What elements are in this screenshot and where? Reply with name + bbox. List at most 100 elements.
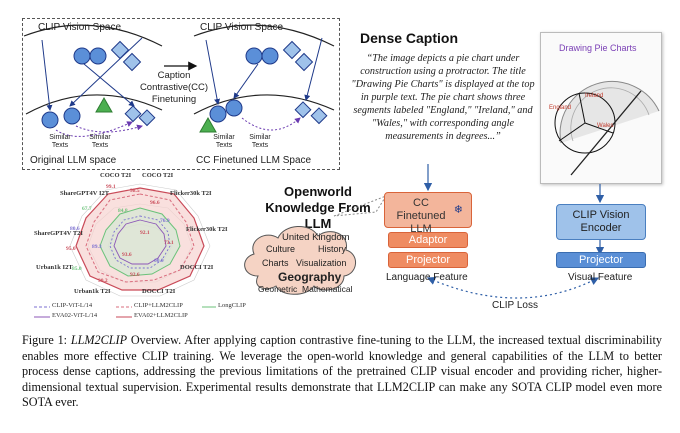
radar-chart bbox=[69, 183, 211, 297]
cloud-shape bbox=[244, 226, 356, 295]
similar-texts-label: Similar Texts bbox=[249, 134, 271, 149]
radar-grid bbox=[69, 183, 211, 297]
projector-left-box: Projector bbox=[388, 252, 468, 268]
radar-axis-label: Urban1k T2I bbox=[74, 288, 111, 295]
legend-item: LongCLIP bbox=[218, 302, 246, 309]
similar-texts-label: Similar Texts bbox=[49, 134, 71, 149]
radar-axis-label: COCO T2I bbox=[142, 172, 174, 179]
cloud-word: Charts bbox=[262, 258, 289, 268]
mapping-arrow bbox=[233, 63, 259, 99]
legend-item: EVA02+LLM2CLIP bbox=[134, 312, 188, 319]
legend-item: CLIP-ViT-L/14 bbox=[52, 302, 93, 309]
pie-segment-line bbox=[584, 122, 614, 134]
cc-finetuned-llm-box: CC Finetuned LLM ❄ bbox=[384, 192, 472, 235]
protractor-illustration bbox=[554, 81, 660, 176]
radar-series-clip-llm2clip bbox=[85, 193, 195, 283]
radar-value: 95.0 bbox=[66, 246, 76, 252]
left-space-title: CLIP Vision Space bbox=[38, 22, 122, 33]
pie-segment-line bbox=[558, 122, 586, 142]
figure-caption: Figure 1: LLM2CLIP Overview. After apply… bbox=[22, 333, 662, 411]
legend-item: CLIP+LLM2CLIP bbox=[134, 302, 183, 309]
radar-axis-label: COCO T2I bbox=[100, 172, 132, 179]
vision-space-curve-left bbox=[23, 24, 163, 47]
vision-space-curve-right bbox=[193, 24, 335, 47]
cloud-word: Geography bbox=[278, 270, 342, 284]
language-feature-label: Language Feature bbox=[386, 272, 468, 283]
caption-lead: Figure 1: bbox=[22, 333, 71, 347]
clip-loss-label: CLIP Loss bbox=[492, 300, 538, 311]
circle-shape bbox=[225, 99, 243, 117]
triangle-shape bbox=[199, 116, 217, 133]
photo-segment-label: Ireland bbox=[585, 93, 604, 99]
callout-dashes bbox=[333, 194, 388, 217]
cc-finetuning-svg bbox=[23, 24, 335, 137]
cloud-word: Culture bbox=[266, 244, 296, 254]
radar-value: 90.2 bbox=[98, 278, 108, 284]
llm-space-curve-left bbox=[25, 94, 163, 115]
diamond-shape bbox=[110, 40, 130, 60]
radar-value: 67.7 bbox=[82, 206, 92, 212]
photo-segment-label: Wales bbox=[597, 123, 614, 129]
right-space-title: CLIP Vision Space bbox=[200, 22, 284, 33]
radar-legend: CLIP-ViT-L/14 CLIP+LLM2CLIP LongCLIP EVA… bbox=[34, 302, 264, 326]
knowledge-cloud bbox=[244, 226, 356, 295]
pipeline-arrows bbox=[423, 164, 605, 299]
protractor-inner-arc bbox=[570, 87, 650, 142]
mapping-arrow bbox=[69, 37, 143, 107]
similar-texts-arrow bbox=[241, 117, 301, 131]
cloud-callout bbox=[333, 194, 388, 217]
radar-value: 60.0 bbox=[154, 258, 164, 264]
dense-caption-text: “The image depicts a pie chart under con… bbox=[351, 53, 535, 142]
cloud-word: Mathematical bbox=[302, 284, 353, 294]
radar-value: 80.6 bbox=[70, 226, 80, 232]
circle-shape bbox=[73, 47, 91, 65]
similar-texts-arrow bbox=[55, 121, 133, 137]
similar-texts-arrow bbox=[75, 124, 143, 133]
original-llm-space-label: Original LLM space bbox=[30, 155, 117, 166]
pie-segment-line bbox=[578, 92, 586, 124]
dense-caption-title: Dense Caption bbox=[360, 30, 459, 46]
diamond-shape bbox=[294, 101, 312, 119]
projector-right-box: Projector bbox=[556, 252, 646, 268]
photo-segment-label: England bbox=[549, 105, 572, 111]
llm-space-curve-right bbox=[193, 94, 335, 115]
circle-shape bbox=[63, 107, 81, 125]
radar-axis-label: DOCCI T2I bbox=[142, 288, 176, 295]
radar-axis-label: DOCCI T2I bbox=[180, 264, 214, 271]
circle-shape bbox=[261, 47, 279, 65]
radar-value: 89.3 bbox=[92, 244, 102, 250]
radar-value: 99.1 bbox=[106, 184, 116, 190]
protractor-shape bbox=[559, 81, 660, 144]
cc-finetuned-llm-space-label: CC Finetuned LLM Space bbox=[196, 155, 312, 166]
radar-value: 85.0 bbox=[72, 266, 82, 272]
diamond-shape bbox=[138, 109, 156, 127]
triangle-shape bbox=[95, 96, 113, 113]
cloud-word: History bbox=[318, 244, 347, 254]
caption-body: Overview. After applying caption contras… bbox=[22, 333, 662, 410]
radar-value: 92.1 bbox=[140, 230, 150, 236]
circle-shape bbox=[89, 47, 107, 65]
diamond-shape bbox=[122, 52, 142, 72]
radar-value: 93.6 bbox=[122, 252, 132, 258]
photo-title: Drawing Pie Charts bbox=[559, 43, 637, 53]
mapping-arrow bbox=[83, 63, 135, 107]
radar-value: 76.9 bbox=[160, 218, 170, 224]
adaptor-box: Adaptor bbox=[388, 232, 468, 248]
openworld-knowledge-title: Openworld Knowledge From LLM bbox=[265, 184, 371, 231]
cloud-word: United Kingdom bbox=[282, 232, 350, 243]
visual-feature-label: Visual Feature bbox=[568, 272, 633, 283]
clip-vision-encoder-box: CLIP Vision Encoder bbox=[556, 204, 646, 240]
radar-value: 73.1 bbox=[164, 240, 174, 246]
radar-value: 98.5 bbox=[130, 188, 140, 194]
radar-axis-label: Flicker30k T2I bbox=[170, 190, 212, 197]
diamond-shape bbox=[310, 107, 328, 125]
radar-value: 92.6 bbox=[130, 272, 140, 278]
radar-value: 84.8 bbox=[118, 208, 128, 214]
pie-chart-photo: Drawing Pie Charts Ireland Wales England bbox=[540, 32, 662, 184]
circle-shape bbox=[209, 105, 227, 123]
diamond-shape bbox=[294, 52, 314, 72]
circle-shape bbox=[245, 47, 263, 65]
radar-series-eva02 bbox=[113, 219, 167, 265]
mapping-arrow bbox=[41, 39, 53, 111]
cc-finetuning-diagram bbox=[22, 18, 340, 170]
